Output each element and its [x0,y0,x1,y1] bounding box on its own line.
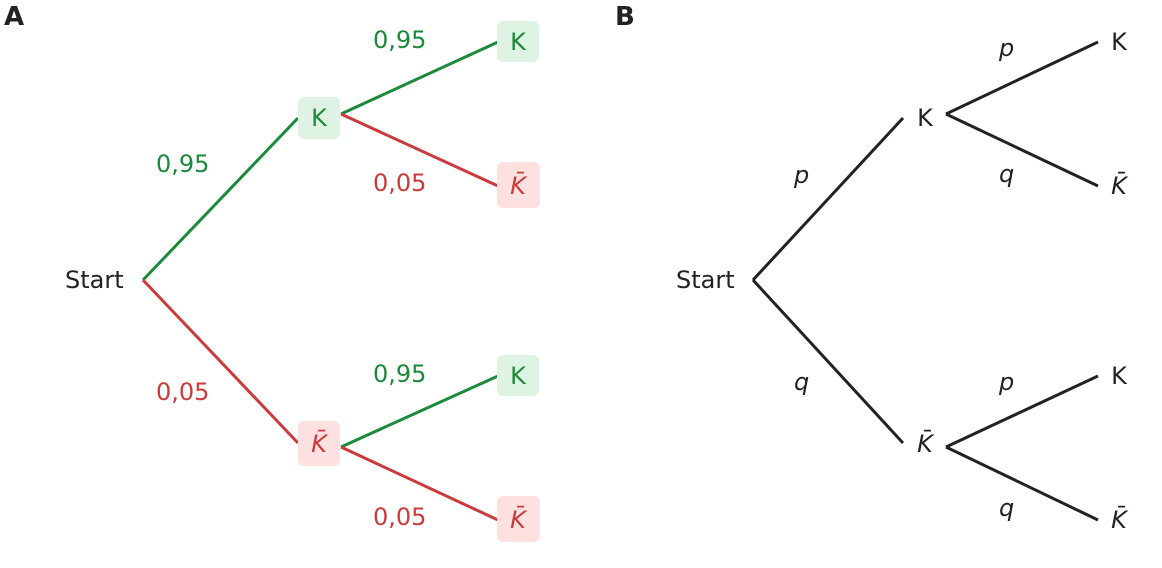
prob-label: q [999,494,1014,522]
node-label: K̄ [311,429,329,458]
node-label: K [510,362,527,390]
node-background [497,355,539,396]
prob-label: p [793,161,809,189]
start-label: Start [65,266,124,294]
node-k: K [497,21,539,62]
edge-k-to-kbar [945,112,1099,188]
prob-label: 0,95 [373,26,426,54]
edge-kbar-to-kbar [340,445,499,522]
node-kbar: K̄ [497,496,540,542]
node-k: K [917,104,934,132]
edge-start-to-k [141,116,300,282]
node-label: K [510,28,527,56]
panel-b: B Start p q p q p q K K̄ K K̄ K K̄ [615,2,1129,534]
node-background [298,97,340,139]
node-kbar: K̄ [1111,171,1129,200]
node-background [497,496,540,542]
node-k: K [1111,362,1128,390]
panel-a: A Start 0,95 0,05 0,95 0,05 0,95 0,05 K … [4,2,540,542]
node-k: K [298,97,340,139]
node-label: K [311,104,328,132]
edge-kbar-to-kbar [945,445,1099,522]
edge-start-to-kbar [141,278,300,445]
prob-label: 0,05 [373,503,426,531]
panel-b-letter: B [615,2,635,32]
node-label: K̄ [510,171,528,200]
node-kbar: K̄ [917,429,935,458]
prob-label: q [999,160,1014,188]
prob-label: p [998,34,1014,62]
edge-start-to-kbar [751,278,905,445]
prob-label: 0,95 [156,150,209,178]
edge-start-to-k [751,116,905,282]
node-k: K [1111,28,1128,56]
node-k: K [497,355,539,396]
prob-label: q [794,368,809,396]
prob-label: 0,05 [373,169,426,197]
edge-k-to-k [340,40,499,116]
prob-label: 0,05 [156,378,209,406]
node-background [497,162,540,208]
start-label: Start [676,266,735,294]
node-background [497,21,539,62]
edge-kbar-to-k [340,374,499,449]
panel-a-letter: A [4,2,24,32]
prob-label: 0,95 [373,360,426,388]
node-kbar: K̄ [1111,505,1129,534]
node-label: K̄ [510,505,528,534]
edge-k-to-k [945,40,1099,116]
node-background [298,421,340,466]
prob-label: p [998,368,1014,396]
edge-k-to-kbar [340,112,499,188]
node-kbar: K̄ [497,162,540,208]
node-kbar: K̄ [298,421,340,466]
edge-kbar-to-k [945,374,1099,449]
